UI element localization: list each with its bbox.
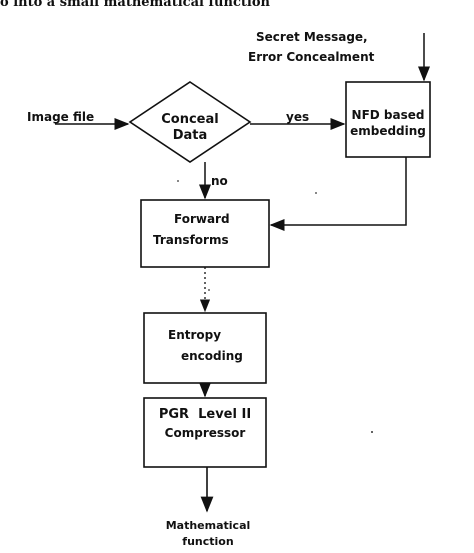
entropy-box-line2: encoding xyxy=(181,349,243,363)
pgr-box-line2: Compressor xyxy=(164,426,246,440)
forward-box-line2: Transforms xyxy=(153,233,229,247)
entropy-encoding-box xyxy=(143,312,267,384)
secret-message-label: Secret Message, xyxy=(256,30,368,44)
yes-label: yes xyxy=(286,110,310,124)
error-concealment-label: Error Concealment xyxy=(248,50,375,64)
image-file-label: Image file xyxy=(27,110,95,124)
no-label: no xyxy=(211,174,228,188)
decision-label-line1: Conceal xyxy=(161,112,219,127)
speck xyxy=(177,180,179,182)
nfd-embedding-box xyxy=(345,81,431,158)
output-line2: function xyxy=(182,535,234,548)
forward-box-line1: Forward xyxy=(174,212,230,226)
pgr-box-line1: PGR Level II xyxy=(158,407,252,422)
decision-label-line2: Data xyxy=(172,128,208,143)
nfd-box-line2: embedding xyxy=(350,124,426,138)
nfd-box-line1: NFD based xyxy=(351,108,425,122)
entropy-box-line1: Entropy xyxy=(168,328,222,342)
speck xyxy=(315,192,317,194)
decision-diamond xyxy=(128,81,252,163)
speck xyxy=(208,289,210,291)
pgr-compressor-box xyxy=(143,397,267,468)
caption-text: o into a small mathematical function xyxy=(0,0,270,10)
arrow-nfd-to-forward xyxy=(269,157,407,231)
output-line1: Mathematical xyxy=(165,519,251,532)
speck xyxy=(371,431,373,433)
